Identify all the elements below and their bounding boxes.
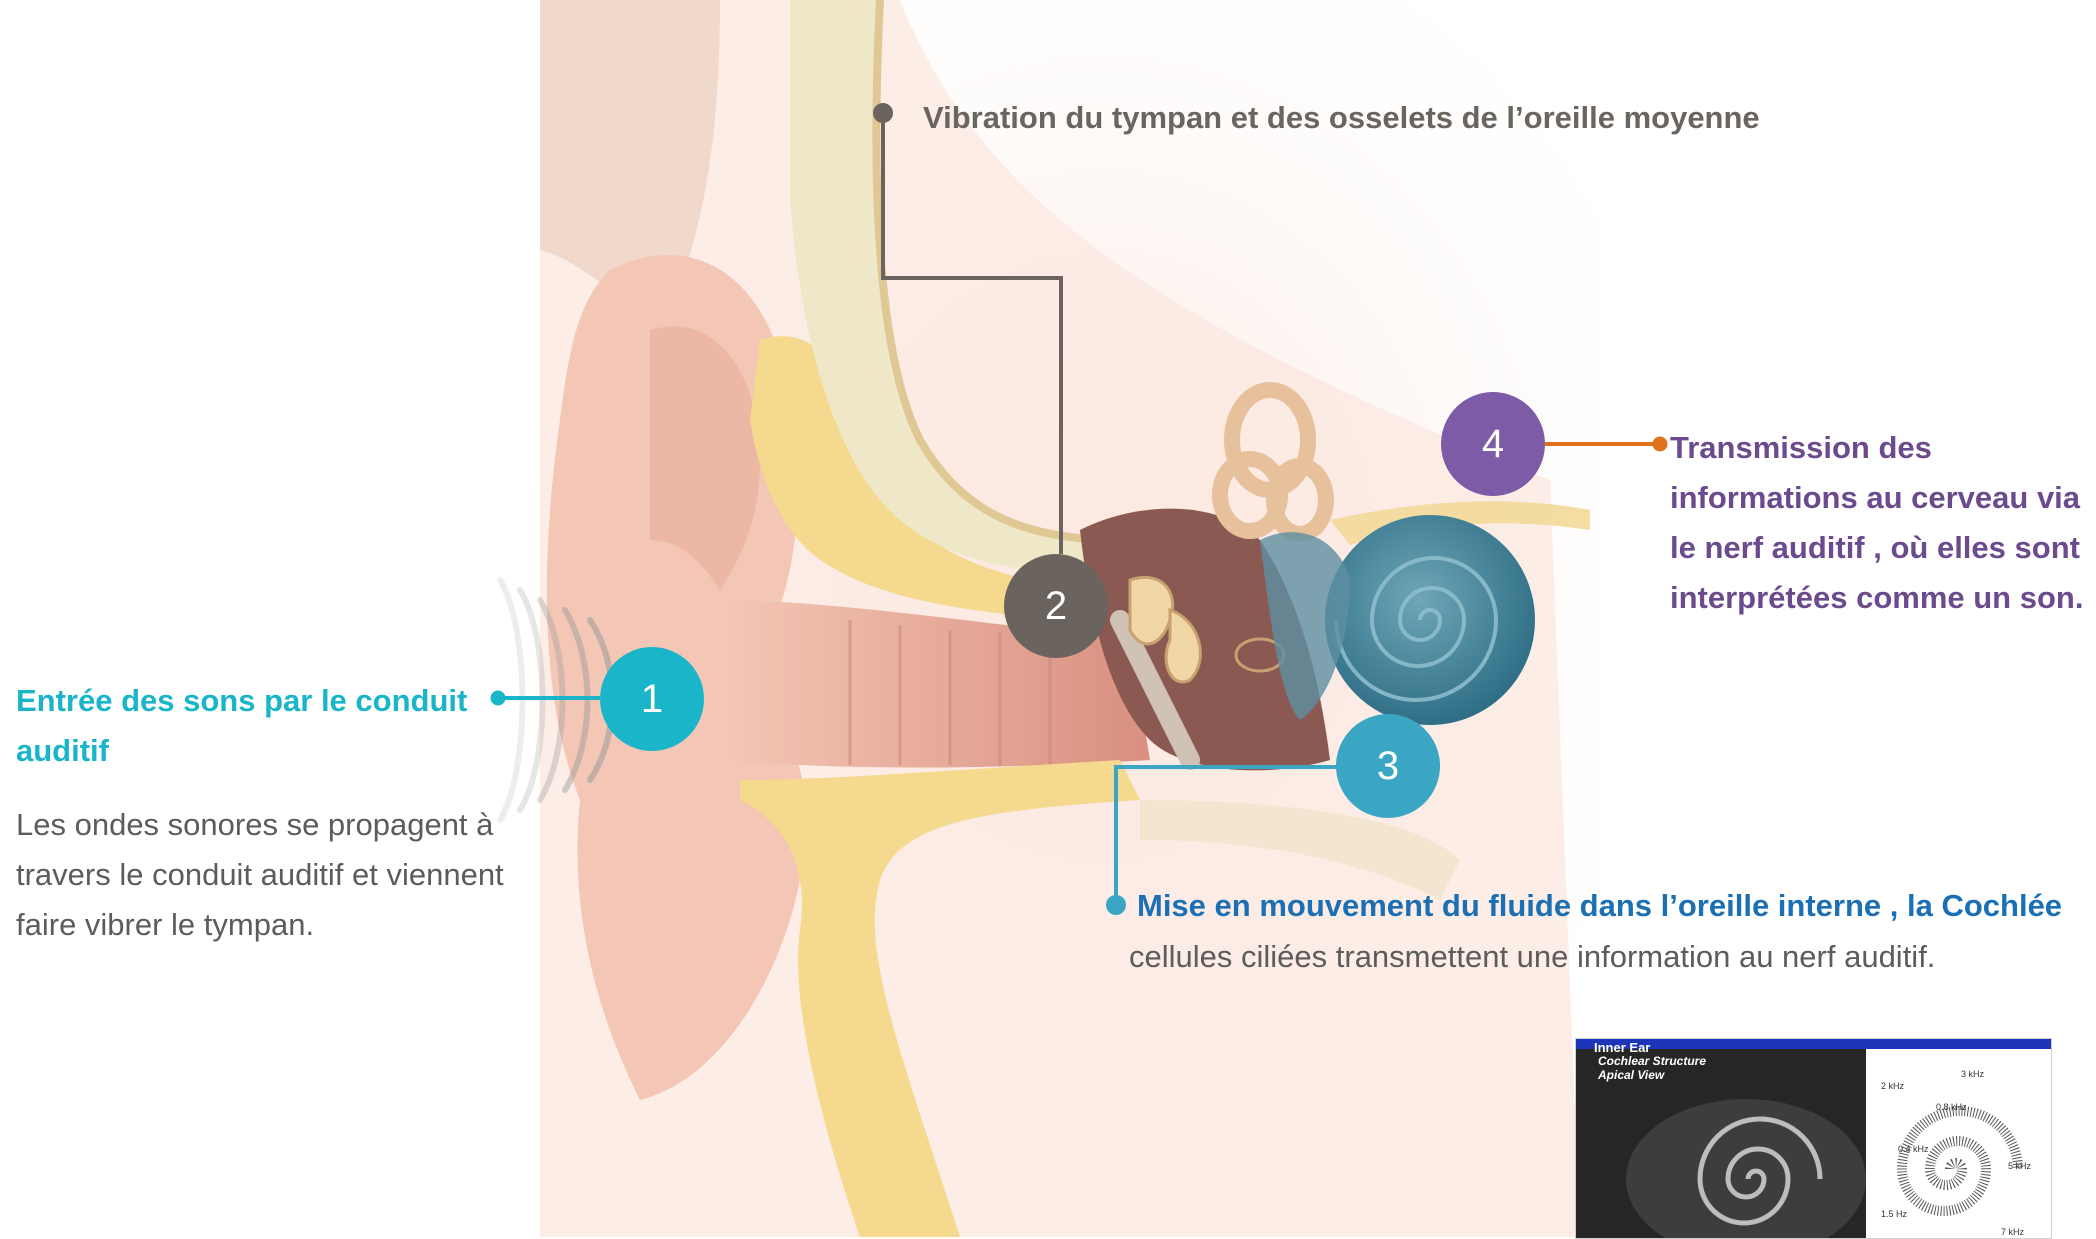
cochlea [1325,515,1535,725]
step-1-badge: 1 [600,647,704,751]
freq-label-1-5hz: 1.5 Hz [1881,1209,1907,1219]
inset-subtitle-1: Cochlear Structure [1598,1055,1706,1068]
step-4-number: 4 [1482,422,1504,467]
step-3-number: 3 [1377,744,1399,789]
step-1-title: Entrée des sons par le conduit auditif [16,676,486,776]
step-3-title: Mise en mouvement du fluide dans l’oreil… [1137,883,2087,929]
inset-title: Inner Ear [1594,1041,1650,1055]
step-2-number: 2 [1045,584,1067,629]
step-4-badge: 4 [1441,392,1545,496]
step-2-title: Vibration du tympan et des osselets de l… [923,96,1923,140]
step-3-badge: 3 [1336,714,1440,818]
step-1-description: Les ondes sonores se propagent à travers… [16,800,516,950]
step-2-badge: 2 [1004,554,1108,658]
step-3-description: cellules ciliées transmettent une inform… [1129,935,2079,979]
freq-label-2khz: 2 kHz [1881,1081,1904,1091]
freq-label-0-4khz: 0.4 kHz [1898,1144,1929,1154]
freq-label-0-8khz: 0.8 kHz [1936,1102,1967,1112]
step-1-number: 1 [641,677,663,722]
freq-label-3khz: 3 kHz [1961,1069,1984,1079]
freq-label-5khz: 5 kHz [2008,1161,2031,1171]
inset-header-strip [1866,1039,2052,1049]
step-4-title: Transmission des informations au cerveau… [1670,423,2096,623]
cochlea-inset-image: Inner Ear Cochlear Structure Apical View… [1575,1038,2052,1239]
inset-subtitle-2: Apical View [1598,1069,1664,1082]
freq-label-7khz: 7 kHz [2001,1227,2024,1237]
